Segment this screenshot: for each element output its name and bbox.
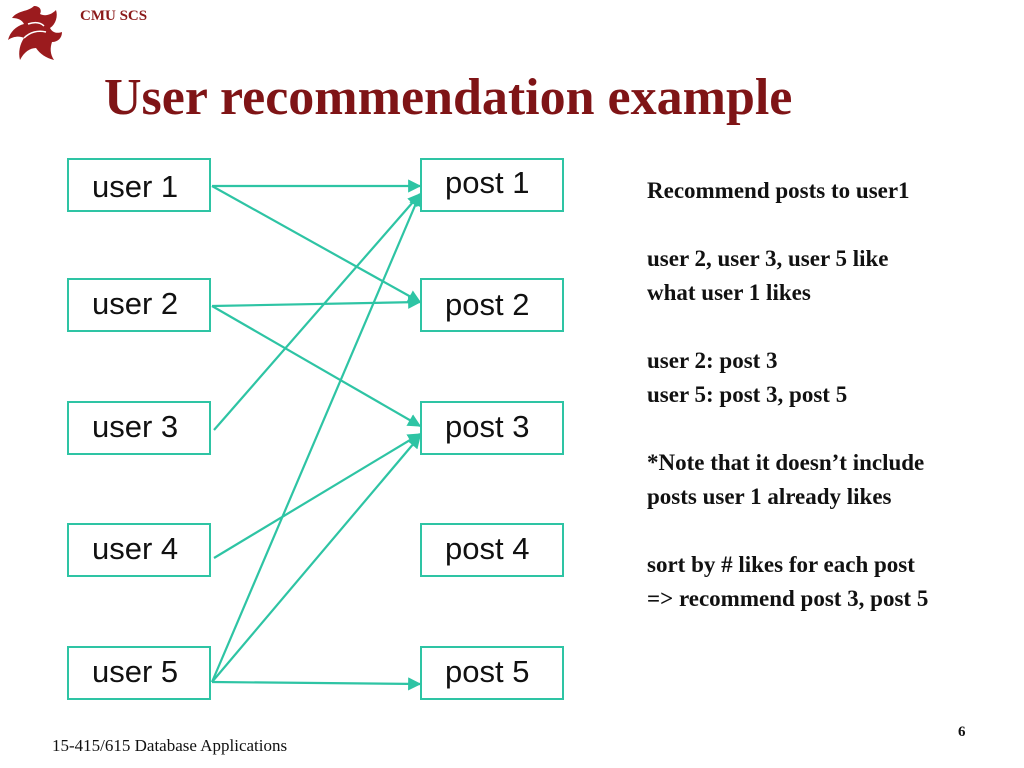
post-label: post 4: [445, 531, 530, 566]
notes-heading: Recommend posts to user1: [647, 178, 910, 203]
post-label: post 5: [445, 654, 530, 689]
user-label: user 2: [92, 286, 179, 321]
user-node-2: user 2: [67, 278, 211, 332]
user-label: user 3: [92, 409, 179, 444]
post-label: post 3: [445, 409, 530, 444]
like-edge-user5-post1: [210, 192, 422, 683]
notes-line: *Note that it doesn’t include: [647, 450, 925, 475]
user-node-1: user 1: [67, 158, 211, 212]
like-edge-user3-post1: [213, 193, 421, 431]
user-node-3: user 3: [67, 401, 211, 455]
like-edge-user2-post2: [211, 295, 422, 309]
post-node-1: post 1: [420, 158, 564, 212]
like-edge-user5-post3: [211, 434, 421, 683]
notes-similar-users: user 2, user 3, user 5 like what user 1 …: [647, 242, 1019, 310]
explanation-notes: Recommend posts to user1 user 2, user 3,…: [647, 174, 1019, 616]
user-node-5: user 5: [67, 646, 211, 700]
notes-line: user 5: post 3, post 5: [647, 382, 848, 407]
like-edge-user2-post3: [211, 305, 422, 427]
post-label: post 1: [445, 165, 530, 200]
notes-line: user 2, user 3, user 5 like: [647, 246, 889, 271]
notes-candidate-posts: user 2: post 3 user 5: post 3, post 5: [647, 344, 1019, 412]
notes-exclusion: *Note that it doesn’t include posts user…: [647, 446, 1019, 514]
footer-course: 15-415/615 Database Applications: [52, 736, 288, 755]
notes-line: posts user 1 already likes: [647, 484, 892, 509]
org-label: CMU SCS: [80, 8, 148, 24]
notes-sorting: sort by # likes for each post => recomme…: [647, 548, 1019, 616]
page-number: 6: [958, 724, 966, 740]
notes-line: => recommend post 3, post 5: [647, 586, 929, 611]
user-label: user 1: [92, 169, 179, 204]
user-label: user 5: [92, 654, 179, 689]
like-edge-user4-post3: [213, 433, 422, 559]
post-node-5: post 5: [420, 646, 564, 700]
dragon-logo-icon: [8, 6, 62, 60]
user-node-4: user 4: [67, 523, 211, 577]
notes-line: what user 1 likes: [647, 280, 811, 305]
post-node-2: post 2: [420, 278, 564, 332]
post-node-3: post 3: [420, 401, 564, 455]
user-label: user 4: [92, 531, 179, 566]
slide-title: User recommendation example: [104, 69, 793, 126]
notes-line: sort by # likes for each post: [647, 552, 915, 577]
like-edge-user1-post2: [211, 185, 422, 303]
post-node-4: post 4: [420, 523, 564, 577]
notes-line: user 2: post 3: [647, 348, 778, 373]
post-label: post 2: [445, 287, 530, 322]
like-edge-user5-post5: [211, 677, 422, 691]
